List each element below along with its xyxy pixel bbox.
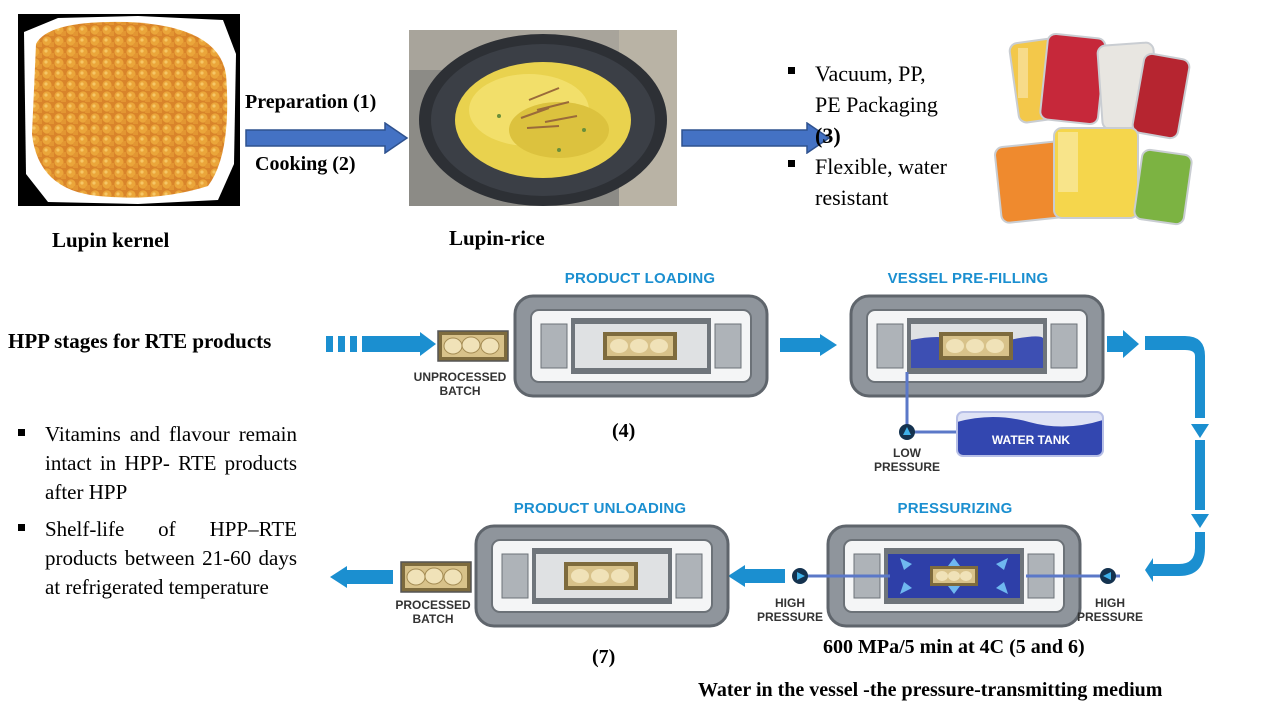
note-vitamins: Vitamins and flavour remain intact in HP… (15, 420, 297, 507)
water-tank-label: WATER TANK (991, 433, 1071, 447)
packaged-products-image (988, 28, 1194, 234)
process-arrow-2 (681, 122, 831, 154)
hpp-notes: Vitamins and flavour remain intact in HP… (15, 420, 297, 602)
note-shelf-life: Shelf-life of HPP–RTE products between 2… (15, 515, 297, 602)
flow-arrow-loading-to-prefill (780, 334, 837, 356)
lupin-rice-image (409, 30, 677, 206)
stage-title-vessel-prefilling: VESSEL PRE-FILLING (887, 270, 1049, 287)
vessel-pre-filling (849, 294, 1105, 398)
return-flow-arrow (1107, 330, 1209, 582)
rice-caption: Lupin-rice (449, 226, 545, 250)
vessel-product-unloading (474, 524, 730, 628)
packaging-bullet-2: Flexible, water resistant (785, 151, 985, 213)
cooking-step-label: Cooking (2) (255, 153, 356, 175)
water-tank-assembly (899, 372, 1104, 457)
stage-title-product-unloading: PRODUCT UNLOADING (513, 500, 687, 517)
pressure-medium-label: Water in the vessel -the pressure-transm… (698, 679, 1163, 701)
pressure-condition-label: 600 MPa/5 min at 4C (5 and 6) (823, 636, 1085, 658)
packaging-bullets: Vacuum, PP, PE Packaging (3) Flexible, w… (785, 58, 985, 213)
unprocessed-batch-tray (437, 330, 509, 362)
packaging-bullet-1: Vacuum, PP, PE Packaging (3) (785, 58, 985, 151)
lupin-kernel-image (18, 14, 240, 206)
outgoing-flow-arrow (330, 566, 393, 588)
processed-batch-tray (400, 561, 472, 593)
flow-arrow-pressurizing-to-unloading (728, 565, 785, 587)
step-7-label: (7) (592, 646, 616, 668)
process-arrow-1 (245, 122, 409, 154)
kernel-caption: Lupin kernel (52, 228, 170, 252)
high-pressure-lines (792, 568, 1120, 584)
stage-title-product-loading: PRODUCT LOADING (564, 270, 716, 287)
preparation-step-label: Preparation (1) (245, 91, 377, 113)
vessel-product-loading (513, 294, 769, 398)
step-4-label: (4) (612, 420, 636, 442)
stage-title-pressurizing: PRESSURIZING (897, 500, 1013, 517)
incoming-flow-arrow (326, 332, 436, 356)
hpp-stages-label: HPP stages for RTE products (8, 329, 272, 353)
